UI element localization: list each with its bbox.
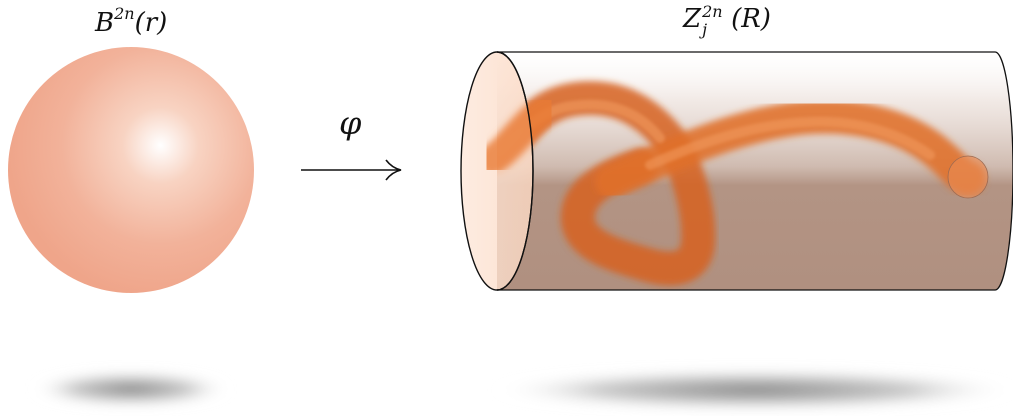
knotted-tube (497, 81, 985, 286)
ball-label-arg: (r) (134, 8, 168, 38)
ball-label-base: B (95, 8, 115, 38)
ball-shadow (31, 372, 231, 406)
map-arrow (301, 159, 402, 181)
ball-label: B2n(r) (95, 4, 167, 38)
ball-label-sup: 2n (114, 4, 135, 23)
cylinder-outline (497, 51, 1013, 291)
tube-back-strand (497, 81, 716, 286)
cylinder-label-arg: (R) (731, 4, 771, 34)
tube-entry (477, 95, 561, 175)
cap-rim-front (496, 51, 534, 291)
ball (8, 47, 254, 293)
cylinder-shadow (490, 370, 1013, 410)
cylinder-label-sub: j (702, 20, 708, 39)
cylinder-label-sup: 2n (702, 2, 723, 21)
tube-highlight-2 (645, 116, 935, 170)
cylinder-label-base: Z (683, 4, 702, 34)
map-label: φ (339, 104, 362, 142)
tube-end-cap (947, 155, 989, 199)
